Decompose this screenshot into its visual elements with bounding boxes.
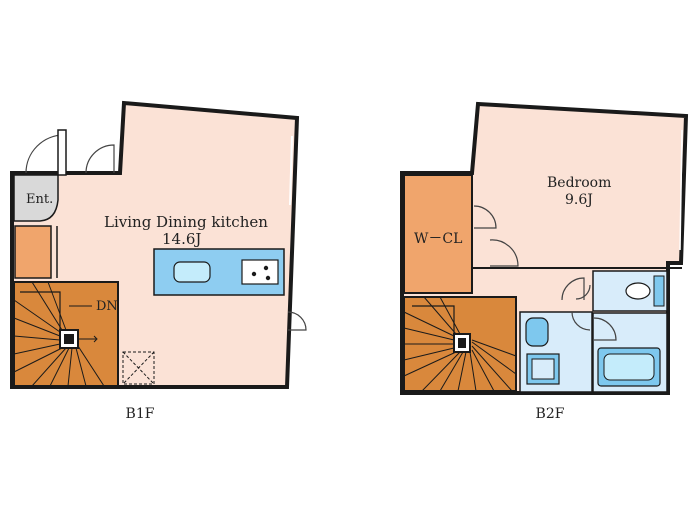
walk-in-closet [403, 174, 473, 294]
b2f-caption: B2F [536, 406, 565, 422]
toilet-icon [625, 282, 651, 300]
b2f-staircase [403, 296, 517, 392]
stair-direction-label: DN [96, 299, 118, 314]
bedroom-size: 9.6J [565, 192, 593, 208]
b1f-storage [14, 225, 52, 279]
b1f-entrance: Ent. [13, 174, 59, 222]
washbasin-icon [525, 317, 549, 347]
ldk-label: Living Dining kitchen [104, 213, 268, 231]
entrance-label: Ent. [26, 192, 53, 207]
b1f-plan: Ent. [10, 100, 307, 389]
b1f-entry-door [25, 129, 67, 176]
b1f-caption: B1F [126, 406, 155, 422]
stove-icon [241, 259, 279, 285]
washroom [519, 311, 593, 393]
kitchen-counter [153, 248, 285, 296]
b1f-door-2 [85, 144, 115, 174]
bathroom [592, 312, 668, 393]
toilet-room [575, 270, 668, 312]
sink-icon [173, 261, 211, 283]
b1f-staircase [13, 281, 119, 387]
b2f-plan: W－CL Bedroom 9.6J [400, 101, 689, 395]
fridge-space [122, 351, 155, 385]
ldk-size: 14.6J [162, 230, 201, 248]
bedroom-label: Bedroom [547, 175, 611, 191]
closet-label: W－CL [414, 231, 462, 247]
